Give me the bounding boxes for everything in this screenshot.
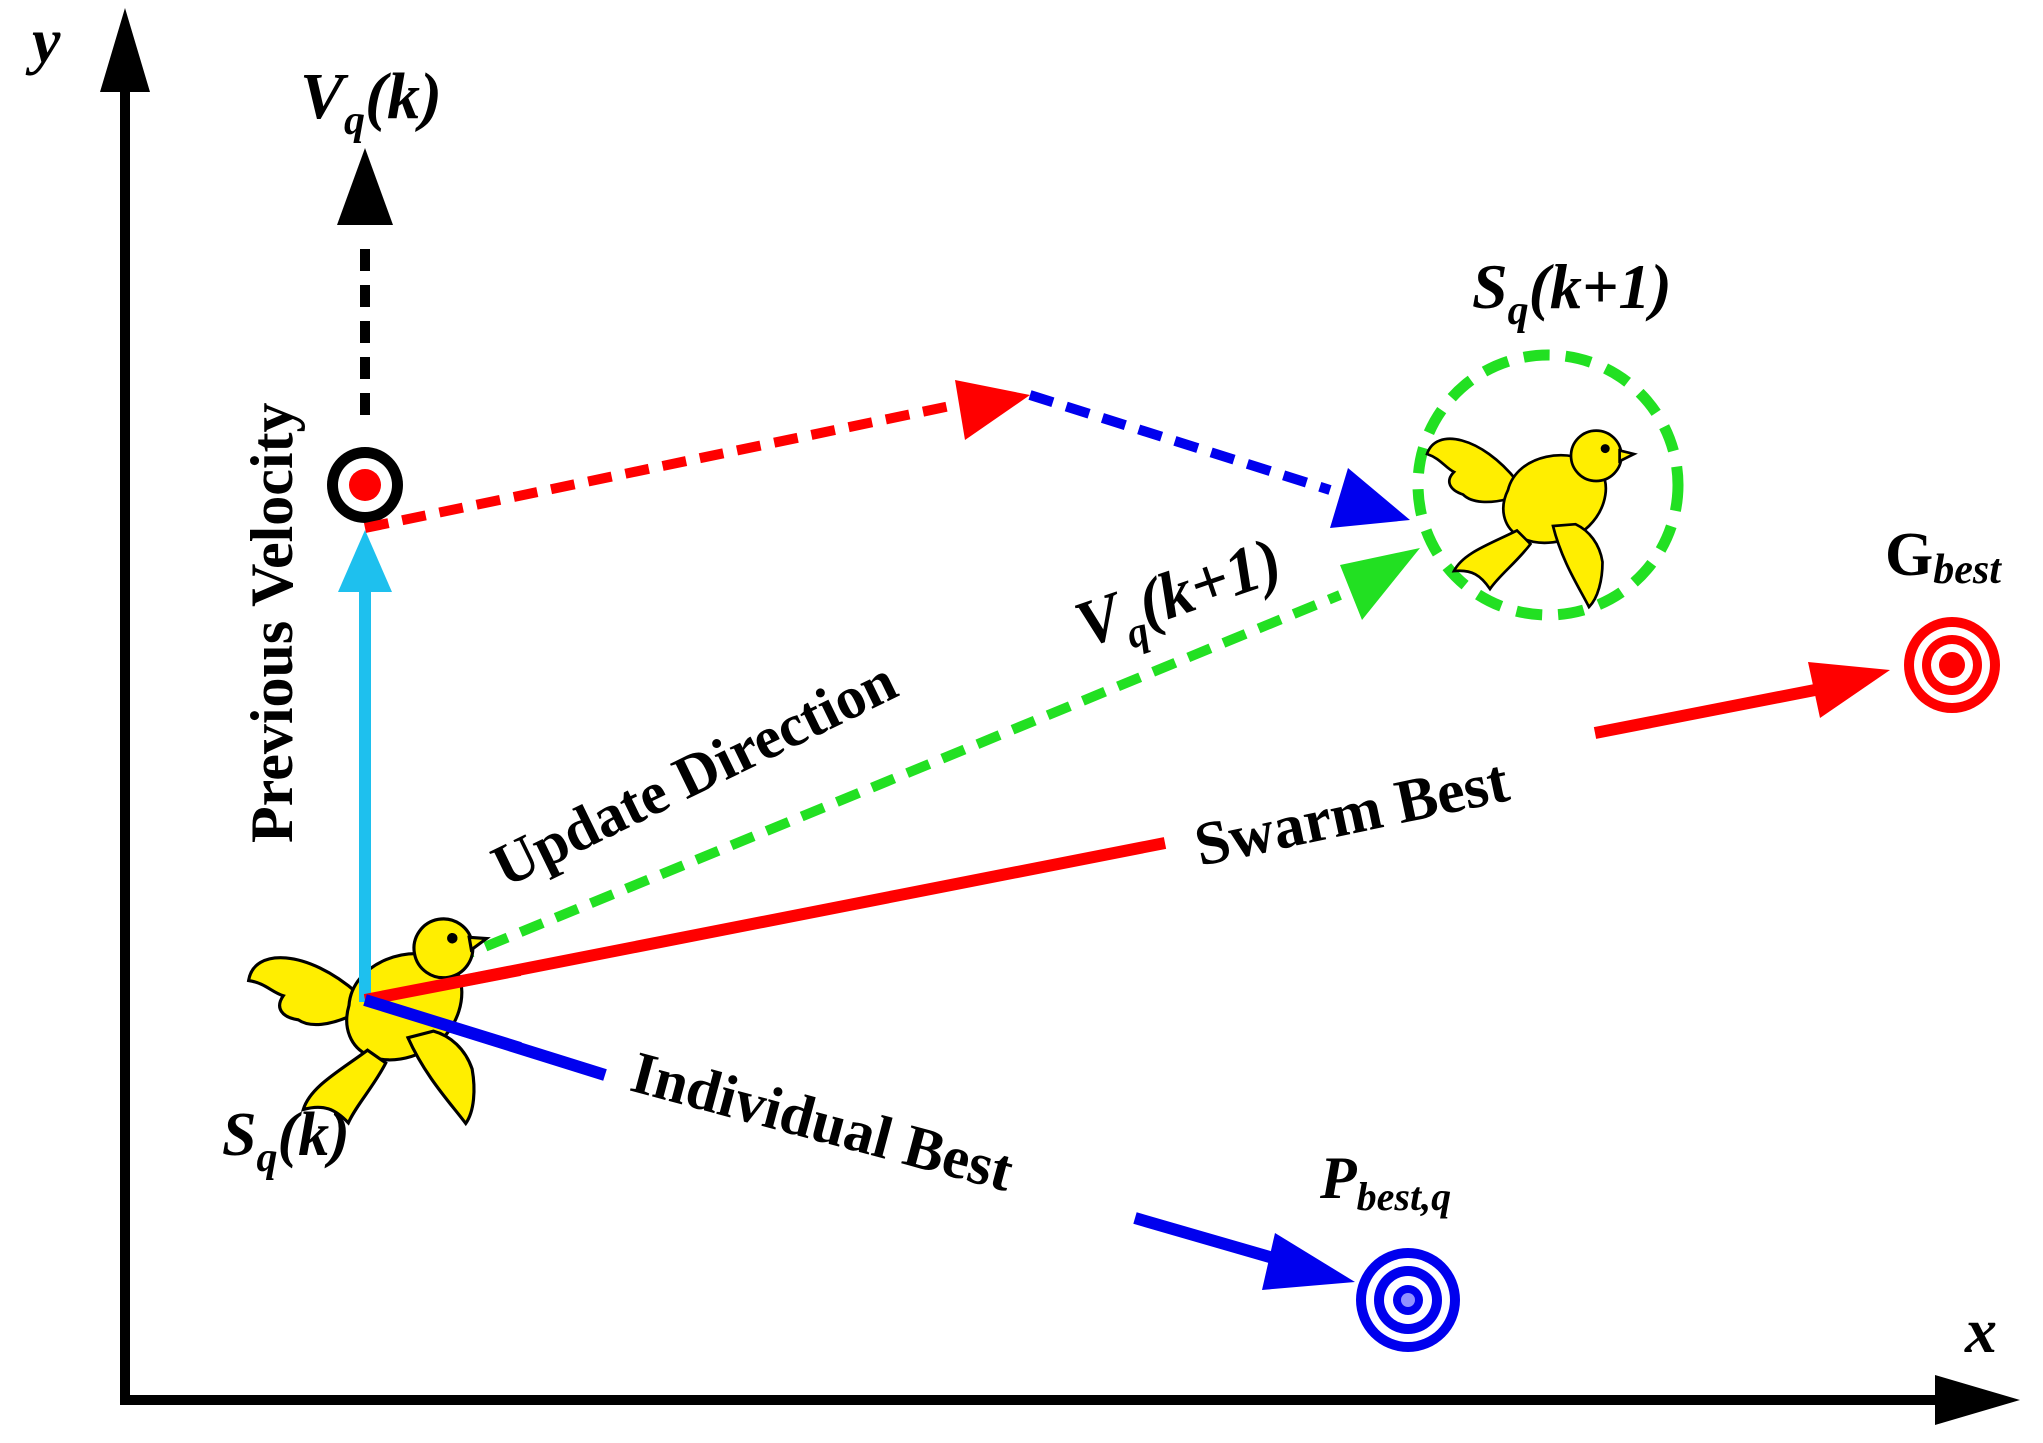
swarm-best-arrowhead (1808, 662, 1890, 718)
update-direction-label: Update Direction (482, 647, 907, 899)
individual-best-label: Individual Best (625, 1039, 1021, 1204)
red-dashed-segment (363, 400, 957, 533)
update-direction-vector (378, 590, 1342, 995)
swarm-best-vector-part2 (1593, 684, 1817, 739)
sq-k-label: Sq(k) (222, 1101, 350, 1181)
swarm-best-label: Swarm Best (1189, 747, 1515, 880)
previous-velocity-label: Previous Velocity (239, 402, 305, 843)
x-axis (120, 1375, 2020, 1425)
blue-dashed-arrowhead (1330, 468, 1410, 528)
individual-best-vector-part2 (1133, 1212, 1282, 1266)
y-axis (100, 8, 150, 1400)
red-dashed-arrowhead (955, 380, 1030, 440)
vq-k1-label: Vq(k+1) (1066, 524, 1294, 673)
pbest-label: Pbest,q (1319, 1145, 1451, 1219)
blue-dashed-segment (1028, 390, 1332, 495)
swarm-best-origin (363, 964, 522, 1006)
pbest-target (1356, 1248, 1460, 1352)
y-axis-label: y (25, 5, 61, 76)
previous-velocity-arrowhead (337, 148, 393, 225)
current-velocity-arrowhead (338, 530, 392, 592)
next-position-circle (1412, 349, 1684, 621)
x-axis-label: x (1964, 1295, 1997, 1366)
individual-best-origin (363, 994, 522, 1054)
update-direction-arrowhead (1340, 548, 1420, 620)
gbest-target (1904, 617, 2000, 713)
sq-k1-label: Sq(k+1) (1472, 251, 1672, 334)
individual-best-arrowhead (1262, 1233, 1355, 1290)
gbest-label: Gbest (1885, 521, 2002, 593)
vq-k-label: Vq(k) (300, 60, 442, 144)
previous-position-marker (327, 447, 403, 523)
